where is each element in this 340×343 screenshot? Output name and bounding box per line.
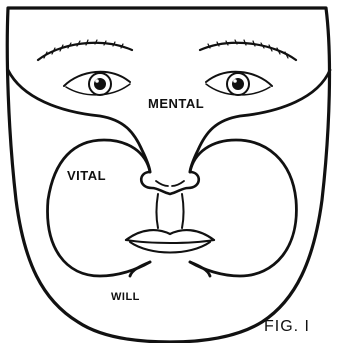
upper-lip [126,230,214,240]
nose [141,172,199,194]
left-eye-highlight [95,79,99,83]
right-eye-highlight [233,79,237,83]
figure-label: FIG. I [264,318,310,336]
philtrum [157,194,184,228]
left-eyebrow [38,43,132,60]
mental-zone-boundary [8,70,330,172]
right-eyebrow [200,43,296,60]
nose-nostrils [156,181,184,186]
will-zone-boundary [130,262,210,276]
label-will: WILL [111,291,140,303]
label-vital: VITAL [67,168,106,183]
vital-zone-boundary [48,140,297,276]
lip-line [126,240,214,243]
label-mental: MENTAL [148,96,204,111]
